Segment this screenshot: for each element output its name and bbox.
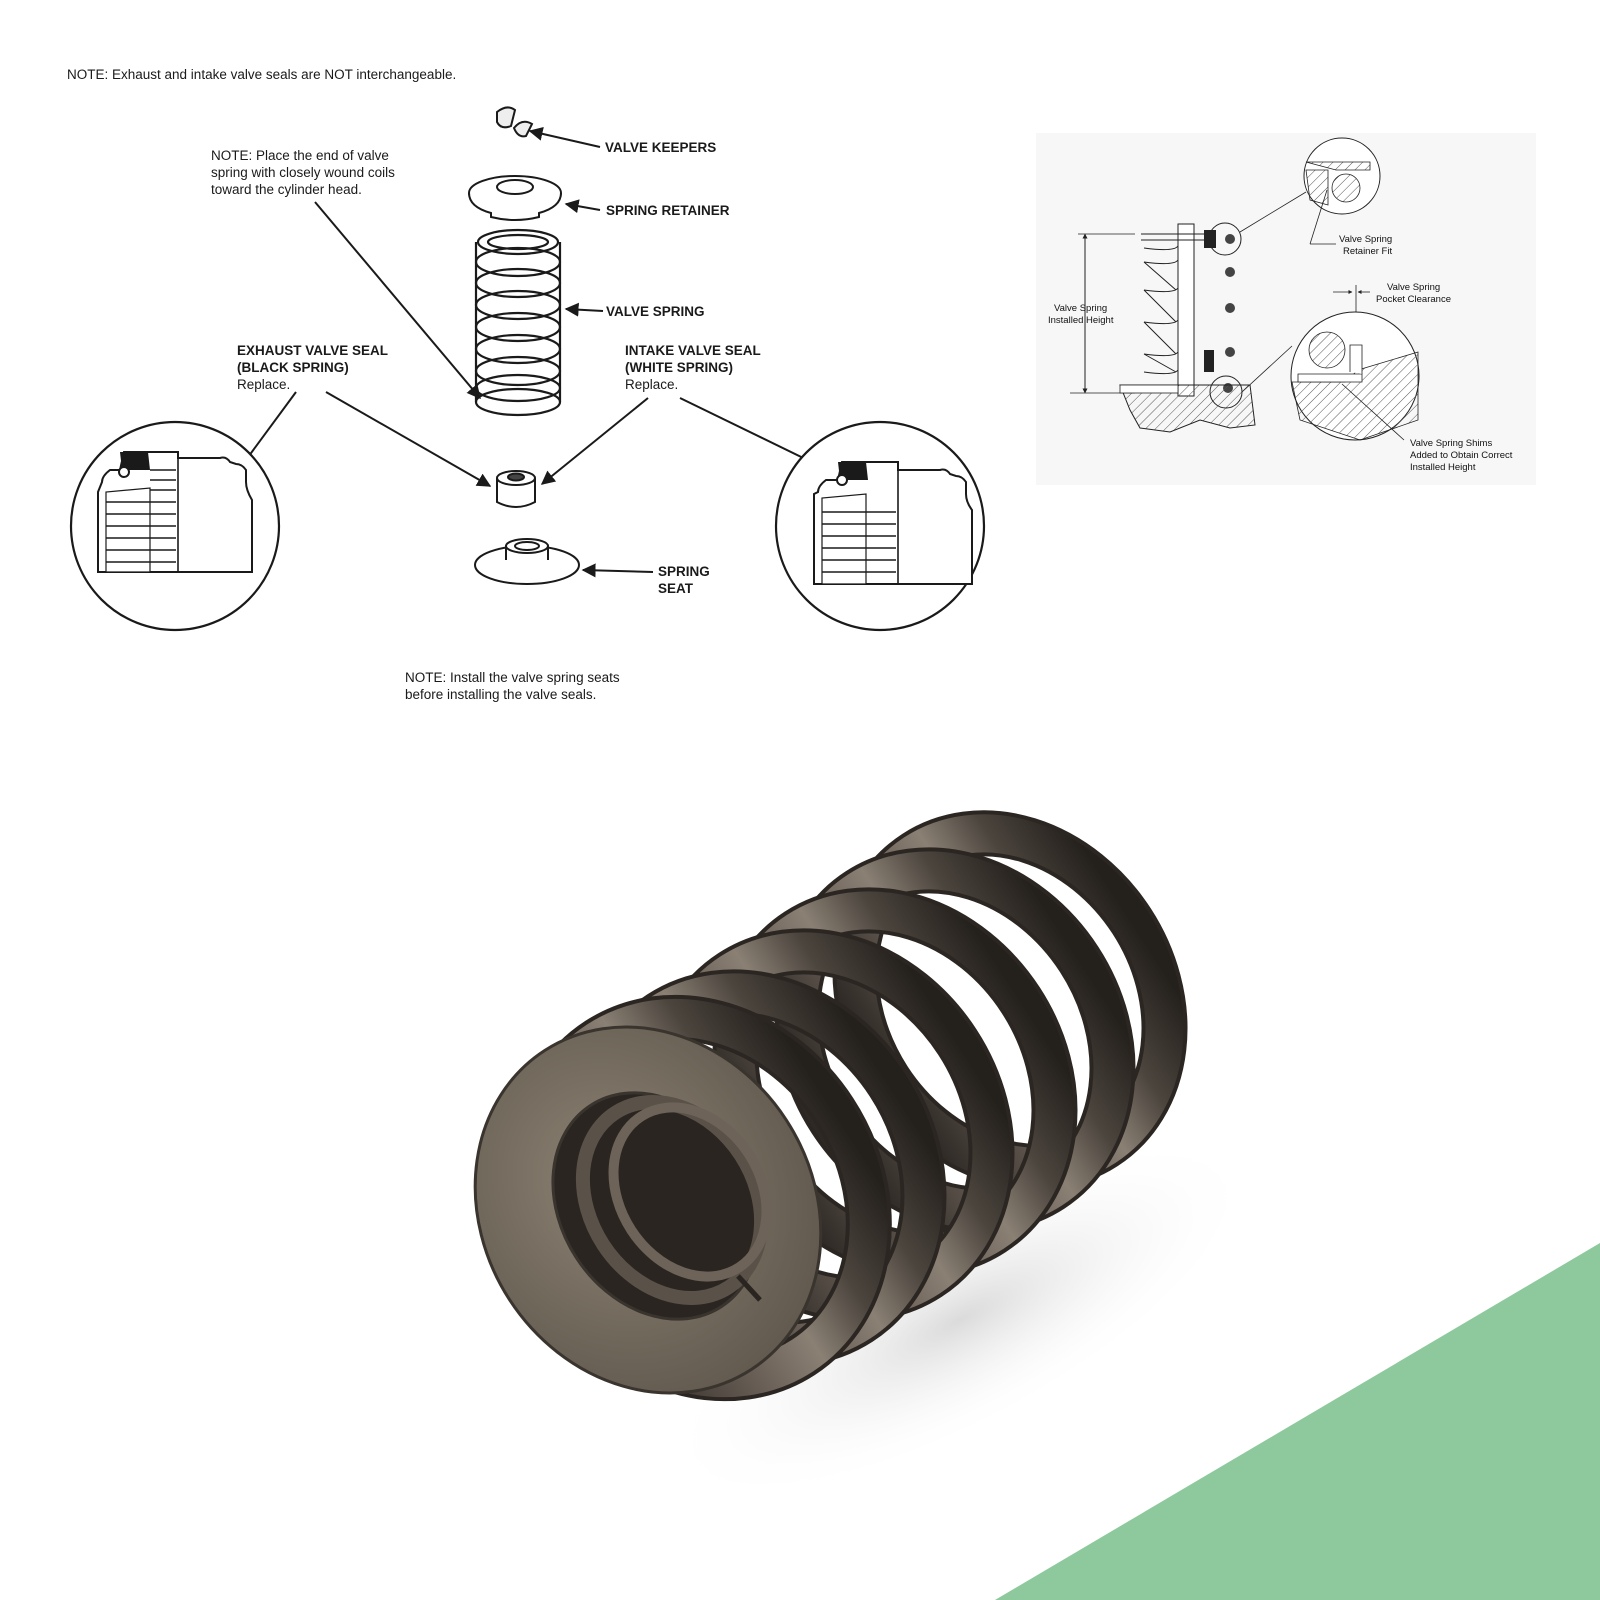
shims-label-1: Valve Spring Shims xyxy=(1410,438,1492,449)
spring-retainer-leader xyxy=(564,199,601,214)
spring-retainer-part xyxy=(468,175,562,221)
exploded-view-diagram: NOTE: Exhaust and intake valve seals are… xyxy=(67,67,986,702)
shims-label-3: Installed Height xyxy=(1410,462,1476,473)
installed-height-label-2: Installed Height xyxy=(1048,315,1114,326)
valve-spring-leader xyxy=(564,302,604,317)
intake-seal-detail xyxy=(774,420,986,632)
note-install-seats-1: NOTE: Install the valve spring seats xyxy=(405,670,620,685)
valve-spring-photo xyxy=(473,810,1256,1503)
exhaust-seal-title-1: EXHAUST VALVE SEAL xyxy=(237,343,388,358)
installed-height-diagram: Valve Spring Installed Height xyxy=(1036,133,1536,485)
green-corner-accent xyxy=(995,1243,1600,1600)
note-spring-end-3: toward the cylinder head. xyxy=(211,182,362,197)
intake-seal-title-2: (WHITE SPRING) xyxy=(625,360,733,375)
intake-seal-leader-to-part xyxy=(540,397,649,485)
spring-seat-part xyxy=(474,538,580,585)
spring-seat-label-1: SPRING xyxy=(658,564,710,579)
shims-label-2: Added to Obtain Correct xyxy=(1410,450,1513,461)
intake-seal-title-1: INTAKE VALVE SEAL xyxy=(625,343,761,358)
spring-retainer-label: SPRING RETAINER xyxy=(606,203,730,218)
spring-seat-label-2: SEAT xyxy=(658,581,694,596)
retainer-fit-detail xyxy=(1303,137,1381,215)
exhaust-seal-title-2: (BLACK SPRING) xyxy=(237,360,349,375)
valve-keepers-part xyxy=(496,106,534,138)
pocket-clearance-detail xyxy=(1290,311,1420,441)
note-install-seats-2: before installing the valve seals. xyxy=(405,687,596,702)
spring-ground-end-face xyxy=(473,1025,823,1395)
valve-seal-part xyxy=(496,470,536,508)
installed-height-label-1: Valve Spring xyxy=(1054,303,1107,314)
valve-keepers-leader xyxy=(528,126,601,148)
exhaust-seal-action: Replace. xyxy=(237,377,290,392)
retainer-fit-label-1: Valve Spring xyxy=(1339,234,1392,245)
note-spring-end-2: spring with closely wound coils xyxy=(211,165,395,180)
note-spring-end-leader xyxy=(314,201,481,400)
valve-spring-label: VALVE SPRING xyxy=(606,304,705,319)
pocket-clearance-label-2: Pocket Clearance xyxy=(1376,294,1451,305)
exhaust-seal-detail xyxy=(69,420,281,632)
retainer-fit-label-2: Retainer Fit xyxy=(1343,246,1392,257)
exhaust-seal-leader-to-part xyxy=(325,391,492,487)
note-spring-end-1: NOTE: Place the end of valve xyxy=(211,148,389,163)
valve-keepers-label: VALVE KEEPERS xyxy=(605,140,716,155)
pocket-clearance-label-1: Valve Spring xyxy=(1387,282,1440,293)
intake-seal-action: Replace. xyxy=(625,377,678,392)
valve-spring-drawing xyxy=(474,228,562,417)
note-not-interchangeable: NOTE: Exhaust and intake valve seals are… xyxy=(67,67,456,82)
spring-seat-leader xyxy=(581,563,654,578)
